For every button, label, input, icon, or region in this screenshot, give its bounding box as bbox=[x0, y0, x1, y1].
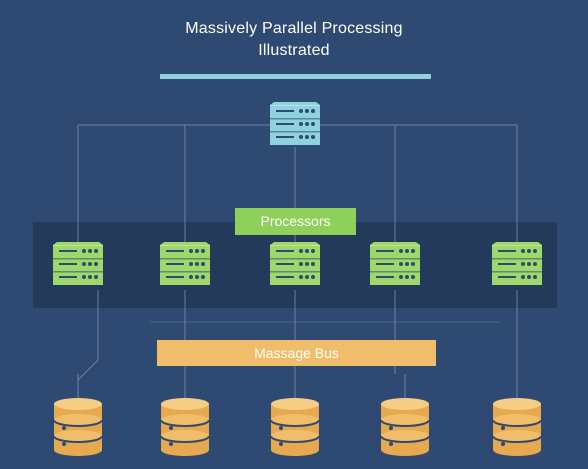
processors-label: Processors bbox=[235, 208, 356, 235]
title-line-2: Illustrated bbox=[258, 42, 330, 59]
title-underline bbox=[160, 74, 431, 79]
message-bus-label: Massage Bus bbox=[157, 340, 436, 366]
master-server-icon bbox=[270, 102, 320, 145]
database-icon bbox=[380, 397, 430, 457]
processor-server-icon bbox=[492, 242, 542, 285]
database-icon bbox=[160, 397, 210, 457]
database-icon bbox=[270, 397, 320, 457]
title-line-1: Massively Parallel Processing bbox=[185, 20, 403, 37]
processor-server-icon bbox=[53, 242, 103, 285]
database-icon bbox=[492, 397, 542, 457]
diagram-title: Massively Parallel Processing Illustrate… bbox=[0, 18, 588, 62]
database-icon bbox=[53, 397, 103, 457]
processor-server-icon bbox=[160, 242, 210, 285]
processor-server-icon bbox=[270, 242, 320, 285]
processor-server-icon bbox=[370, 242, 420, 285]
